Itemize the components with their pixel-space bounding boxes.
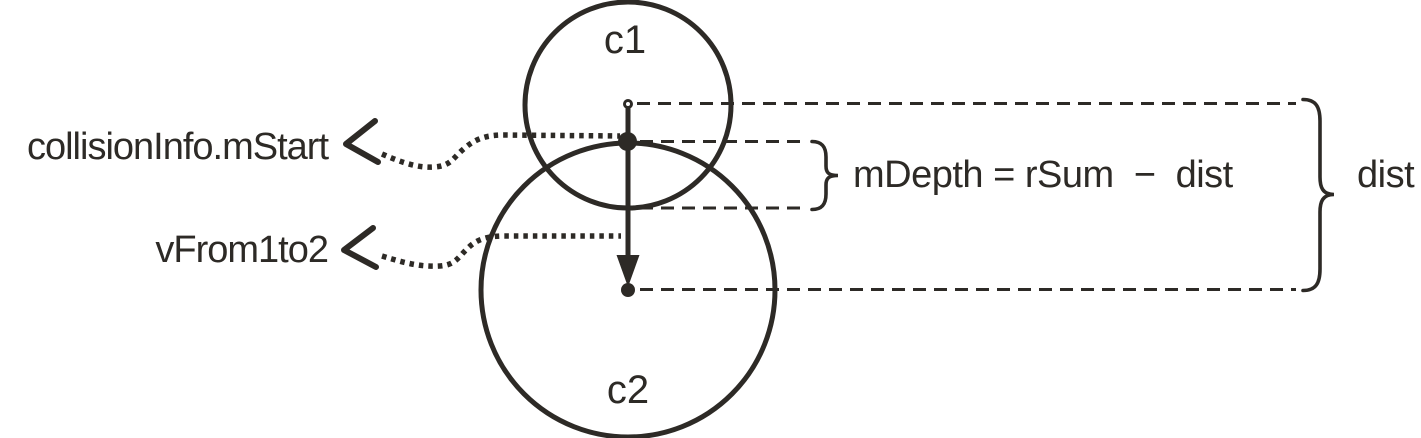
c2-center-point [621,283,635,297]
vector-pointer-arrowhead [341,225,379,270]
mstart-point [618,132,637,151]
dist-brace [1301,97,1335,293]
vector-pointer-curve [381,233,621,269]
collisioninfo-mstart-label: collisionInfo.mStart [26,126,329,168]
c2-label: c2 [606,368,650,412]
mstart-pointer-curve [380,132,621,170]
c1-center-point [623,99,633,109]
vfrom1to2-label: vFrom1to2 [155,229,329,271]
mstart-pointer-arrowhead [343,118,381,165]
mdepth-equation-label: mDepth = rSum − dist [853,154,1233,196]
vector-arrowhead [616,255,640,287]
dist-label: dist [1357,154,1415,196]
mdepth-brace [810,139,839,212]
c1-label: c1 [603,18,647,62]
